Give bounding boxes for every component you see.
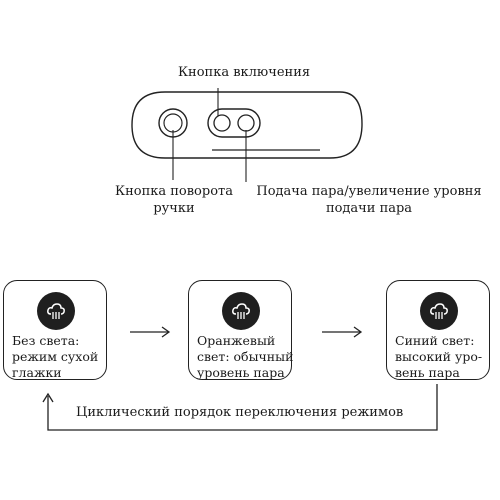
steam-cloud-icon	[37, 292, 75, 330]
mode-line: свет: обычный	[197, 349, 294, 364]
steam-button-circle	[237, 114, 255, 132]
rotate-button-inner	[163, 113, 183, 133]
cycle-arrowhead	[42, 392, 54, 403]
mode-line: режим сухой	[12, 349, 99, 364]
mode-line: Оранжевый	[197, 333, 276, 348]
mode-box-blue: Синий свет: высокий уро- вень пара	[386, 280, 490, 380]
label-power-button: Кнопка включения	[178, 65, 311, 80]
device-outline	[131, 91, 363, 159]
power-button-circle	[213, 114, 231, 132]
mode-line: высокий уро-	[395, 349, 483, 364]
mode-line: глажки	[12, 365, 62, 380]
arrow-2	[322, 326, 363, 338]
label-rotate-line1: Кнопка поворота	[115, 184, 233, 199]
cycle-line	[47, 384, 438, 431]
mode-line: Без света:	[12, 333, 80, 348]
steam-cloud-icon	[222, 292, 260, 330]
steam-cloud-icon	[420, 292, 458, 330]
label-steam-button: Подача пара/увеличение уровня подачи пар…	[249, 183, 489, 217]
mode-text: Синий свет: высокий уро- вень пара	[395, 333, 482, 381]
label-rotate-button: Кнопка поворота ручки	[112, 183, 236, 217]
arrow-1	[130, 326, 171, 338]
mode-text: Оранжевый свет: обычный уровень пара	[197, 333, 293, 381]
label-steam-line2: подачи пара	[325, 201, 413, 216]
label-rotate-line2: ручки	[153, 201, 195, 216]
mode-line: Синий свет:	[395, 333, 475, 348]
mode-line: уровень пара	[197, 365, 285, 380]
mode-text: Без света: режим сухой глажки	[12, 333, 98, 381]
cycle-label: Циклический порядок переключения режимов	[74, 404, 406, 421]
label-steam-line1: Подача пара/увеличение уровня	[256, 184, 482, 199]
mode-box-orange: Оранжевый свет: обычный уровень пара	[188, 280, 293, 381]
mode-box-dry: Без света: режим сухой глажки	[3, 280, 107, 380]
twin-buttons-frame	[207, 108, 261, 138]
mode-line: вень пара	[395, 365, 460, 380]
